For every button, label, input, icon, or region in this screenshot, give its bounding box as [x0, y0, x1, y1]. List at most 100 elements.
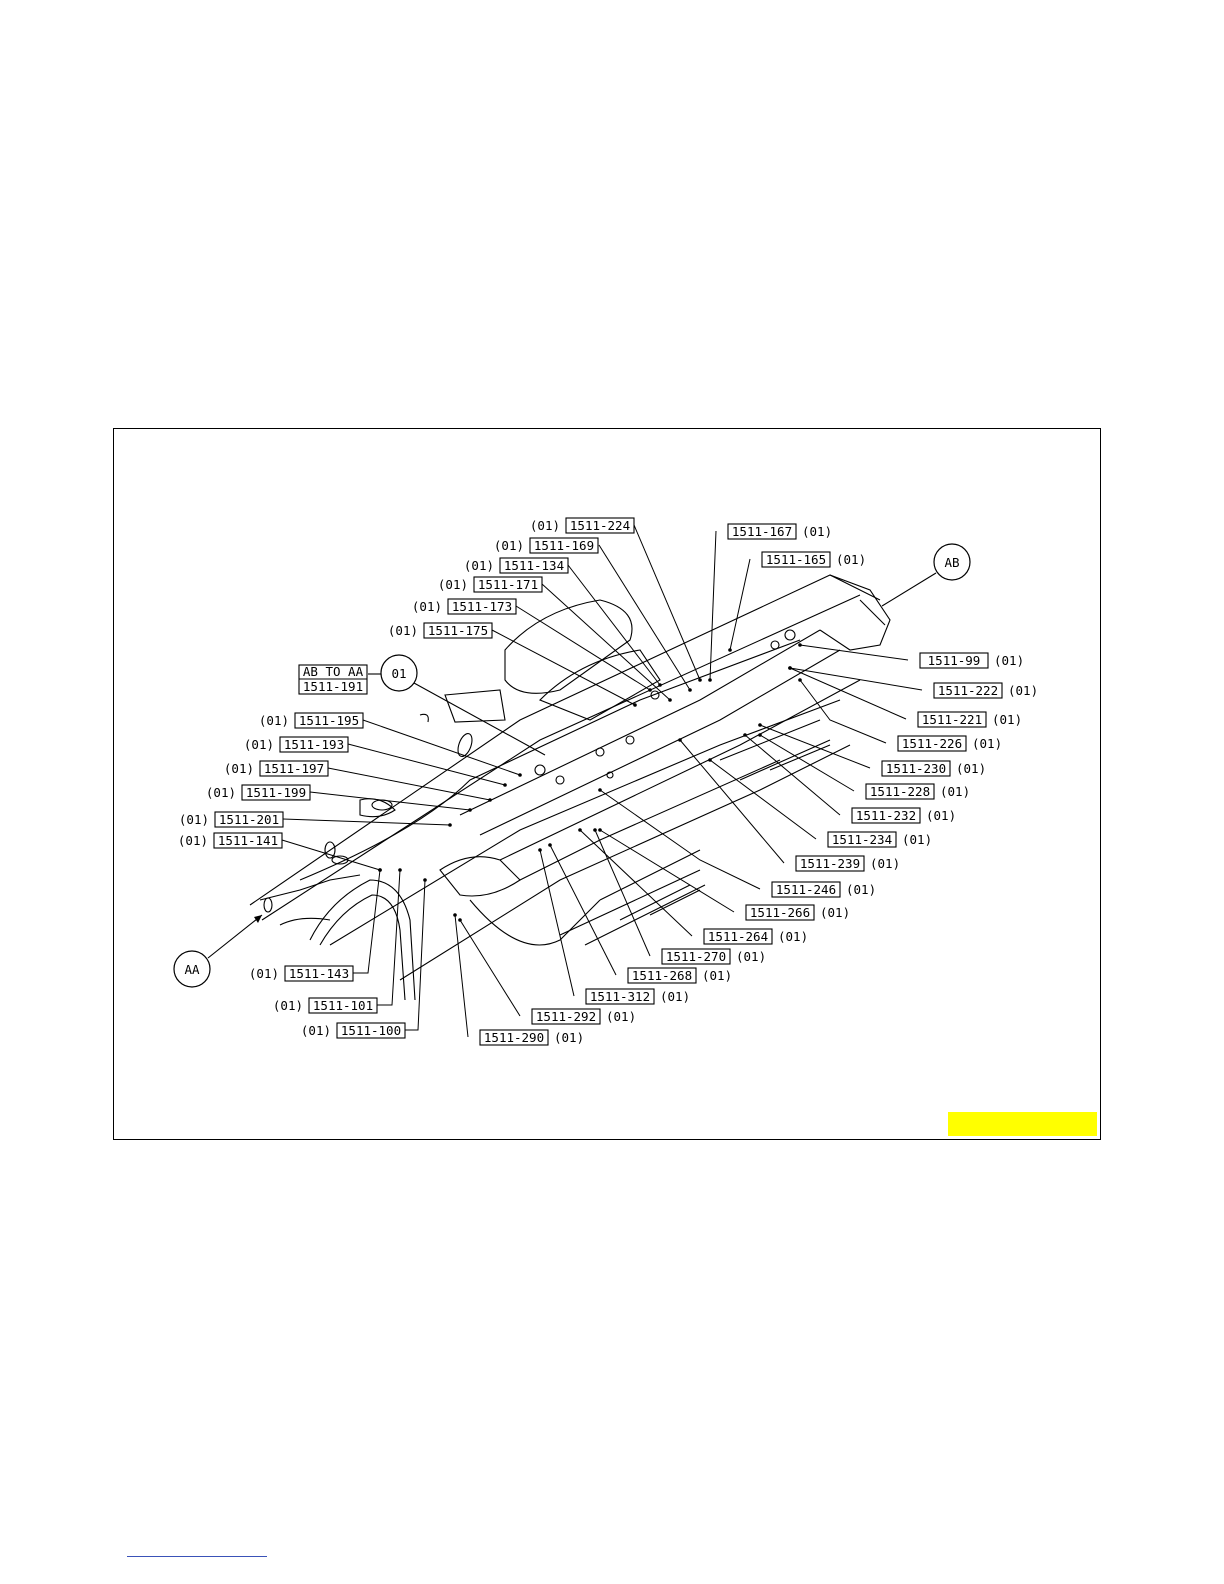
callout-1511-221: 1511-221(01): [788, 666, 1022, 728]
callout-1511-141: 1511-141(01): [178, 832, 382, 872]
callout-1511-312: 1511-312(01): [538, 848, 690, 1005]
view-reference-box: AB TO AA 1511-191: [298, 664, 368, 695]
callout-box: [284, 965, 354, 982]
callout-prefix: (01): [206, 785, 236, 800]
leader-line: [599, 789, 761, 890]
callout-suffix: (01): [940, 784, 970, 799]
leader-line: [744, 734, 841, 816]
callout-prefix: (01): [179, 812, 209, 827]
callout-1511-266: 1511-266(01): [598, 828, 850, 921]
leader-arrowhead: [708, 758, 712, 762]
callout-box: [919, 652, 989, 669]
leader-arrowhead: [378, 868, 382, 872]
leader-arrowhead: [458, 918, 462, 922]
callout-box: [703, 928, 773, 945]
leader-arrowhead: [688, 688, 692, 692]
callout-1511-246: 1511-246(01): [598, 788, 876, 898]
leader-line: [282, 818, 451, 826]
callout-suffix: (01): [778, 929, 808, 944]
callout-1511-201: 1511-201 (01): [179, 811, 452, 828]
leader-arrowhead: [598, 828, 602, 832]
callout-1511-197: 1511-197(01): [224, 760, 492, 802]
callout-box: [213, 832, 283, 849]
leader-line: [729, 558, 751, 651]
callout-id: 1511-169: [534, 538, 594, 553]
callout-box: [259, 760, 329, 777]
callout-box: [473, 576, 543, 593]
leader-line: [377, 869, 401, 1006]
callout-box: [585, 988, 655, 1005]
leader-arrowhead: [633, 703, 637, 707]
leader-line: [789, 667, 923, 691]
callout-box: [336, 1022, 406, 1039]
callout-labels: 1511-224(01)1511-169(01)1511-134(01)1511…: [178, 517, 1038, 1046]
callout-1511-290: 1511-290(01): [453, 913, 584, 1046]
leader-line: [579, 829, 693, 937]
callout-prefix: (01): [464, 558, 494, 573]
leader-line: [327, 767, 491, 801]
callout-1511-232: 1511-232(01): [743, 733, 956, 824]
callout-1511-167: 1511-167(01): [708, 523, 832, 682]
leader-arrowhead: [678, 738, 682, 742]
callout-box: [565, 517, 635, 534]
callout-1511-175: 1511-175(01): [388, 622, 637, 707]
callout-1511-228: 1511-228 (01): [758, 733, 970, 800]
callout-1511-292: 1511-292(01): [458, 918, 636, 1025]
callout-prefix: (01): [301, 1023, 331, 1038]
callout-id: 1511-266: [750, 905, 810, 920]
callout-box: [499, 557, 569, 574]
leader-line: [598, 544, 691, 691]
callout-prefix: (01): [249, 966, 279, 981]
callout-id: 1511-228: [870, 784, 930, 799]
leader-arrowhead: [503, 783, 507, 787]
callout-1511-195: 1511-195(01): [259, 712, 522, 777]
callout-id: 1511-221: [922, 712, 982, 727]
callout-suffix: (01): [994, 653, 1024, 668]
callout-1511-99: 1511-99(01): [798, 643, 1024, 669]
callout-1511-100: 1511-100 (01): [301, 878, 427, 1039]
callout-id: 1511-201: [219, 812, 279, 827]
leader-line: [599, 829, 735, 913]
callout-id: 1511-292: [536, 1009, 596, 1024]
leader-line: [515, 605, 651, 691]
leader-line: [709, 759, 817, 840]
callout-id: 1511-234: [832, 832, 892, 847]
callout-box: [661, 948, 731, 965]
leader-arrowhead: [798, 643, 802, 647]
callout-prefix: (01): [273, 998, 303, 1013]
callout-box: [727, 523, 797, 540]
callout-id: 1511-165: [766, 552, 826, 567]
callout-box: [627, 967, 697, 984]
leader-line: [309, 791, 471, 811]
leader-arrowhead: [743, 733, 747, 737]
callout-1511-173: 1511-173(01): [412, 598, 652, 692]
callout-1511-268: 1511-268(01): [548, 843, 732, 984]
leader-line: [799, 679, 887, 744]
leader-line: [347, 743, 506, 786]
callout-1511-226: 1511-226(01): [798, 678, 1002, 752]
callout-suffix: (01): [1008, 683, 1038, 698]
callout-suffix: (01): [972, 736, 1002, 751]
leader-line: [759, 734, 855, 792]
leader-arrowhead: [798, 678, 802, 682]
callout-id: 1511-141: [218, 833, 278, 848]
callout-box: [447, 598, 517, 615]
callout-id: 1511-167: [732, 524, 792, 539]
callout-box: [531, 1008, 601, 1025]
leader-line: [491, 629, 636, 706]
callout-id: 1511-239: [800, 856, 860, 871]
callout-1511-230: 1511-230(01): [758, 723, 986, 777]
leader-line: [594, 829, 651, 957]
callout-suffix: (01): [702, 968, 732, 983]
callout-id: 1511-199: [246, 785, 306, 800]
leader-arrowhead: [468, 808, 472, 812]
callout-id: 1511-100: [341, 1023, 401, 1038]
callout-id: 1511-270: [666, 949, 726, 964]
callout-1511-239: 1511-239(01): [678, 738, 900, 872]
callout-id: 1511-175: [428, 623, 488, 638]
leader-arrowhead: [658, 683, 662, 687]
callout-box: [294, 712, 364, 729]
callout-prefix: (01): [224, 761, 254, 776]
callout-box: [214, 811, 284, 828]
callout-prefix: (01): [494, 538, 524, 553]
